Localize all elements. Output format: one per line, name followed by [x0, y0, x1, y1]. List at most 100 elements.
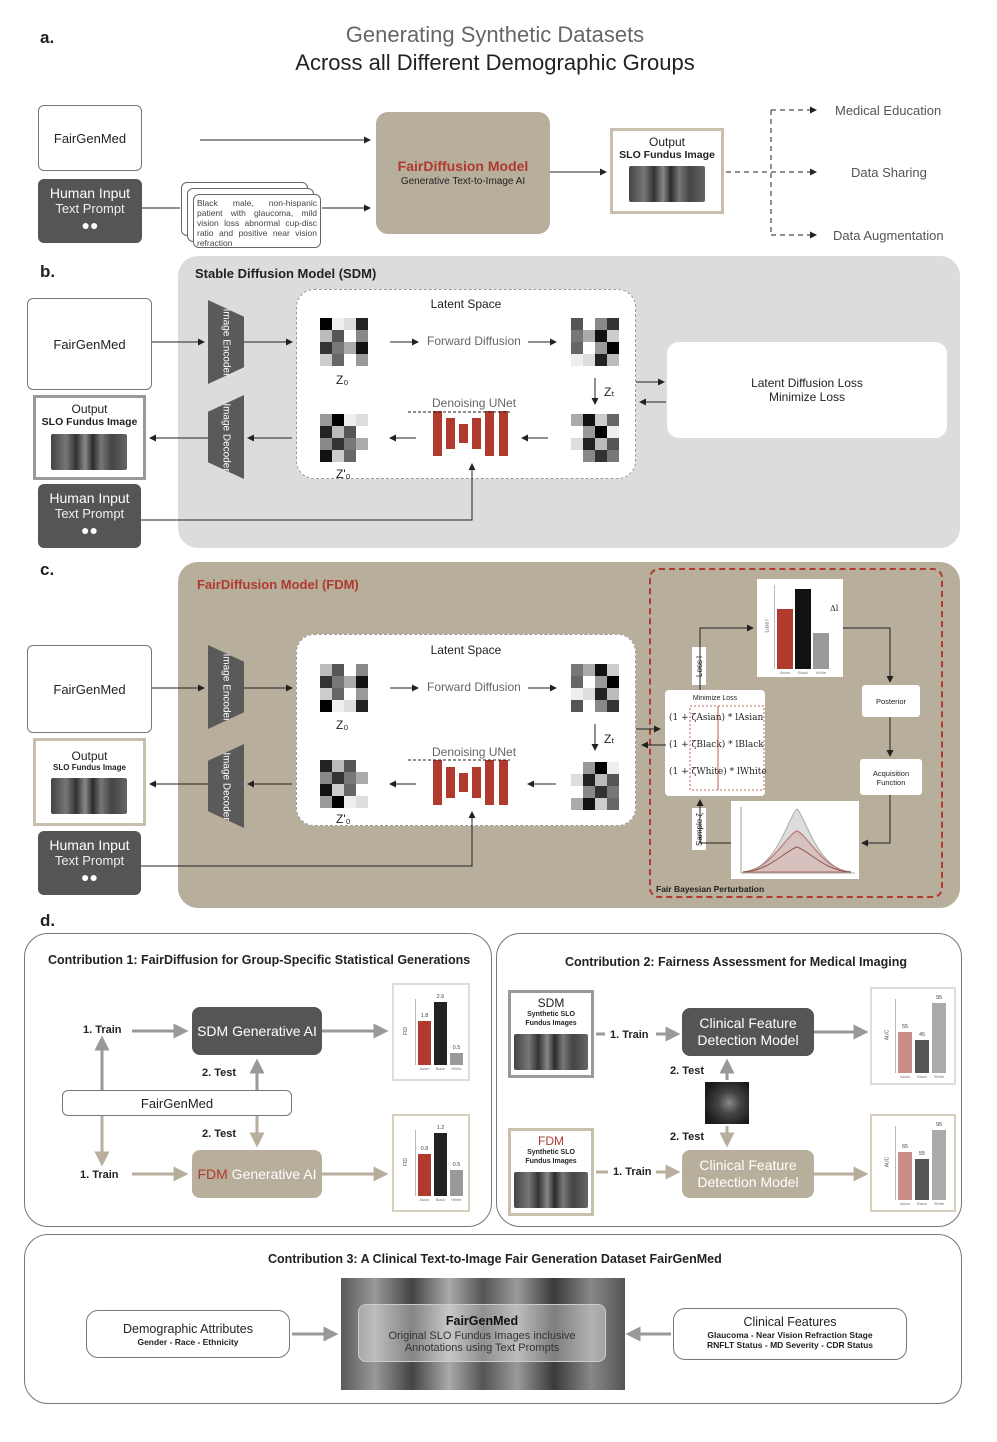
chart-axis: [415, 1130, 416, 1196]
latent-cell: [583, 450, 595, 462]
chart-category-label: White: [815, 670, 827, 675]
fdm-generative-ai-box: FDM Generative AI: [192, 1150, 322, 1198]
a-human-input-subtitle: Text Prompt: [55, 201, 125, 216]
a-output-sub: SLO Fundus Image: [619, 149, 715, 161]
c2-test-top: 2. Test: [670, 1065, 705, 1077]
latent-cell: [607, 676, 619, 688]
c-output-sub: SLO Fundus Image: [53, 763, 126, 772]
latent-cell: [571, 330, 583, 342]
latent-cell: [595, 688, 607, 700]
chart-bar: [915, 1159, 929, 1200]
latent-cell: [320, 414, 332, 426]
latent-cell: [332, 796, 344, 808]
latent-cell: [571, 688, 583, 700]
demo-sub: Gender - Race - Ethnicity: [137, 1337, 239, 1347]
contribution-1-box: [24, 933, 492, 1227]
latent-cell: [571, 762, 583, 774]
latent-cell: [583, 330, 595, 342]
c-decoder-label: Image Decoder: [220, 751, 232, 821]
chart-bar: [450, 1052, 463, 1065]
figure-title: Generating Synthetic Datasets Across all…: [0, 22, 990, 76]
chart-bar: [915, 1039, 929, 1073]
latent-cell: [332, 438, 344, 450]
b-latent-title: Latent Space: [430, 297, 502, 311]
latent-cell: [344, 784, 356, 796]
latent-cell: [332, 784, 344, 796]
b-latent-z0: [320, 318, 368, 366]
latent-cell: [595, 438, 607, 450]
latent-cell: [571, 450, 583, 462]
chart-value-label: 55: [901, 1024, 909, 1031]
chart-bar: [932, 1129, 946, 1200]
c2-test-bottom: 2. Test: [670, 1131, 705, 1143]
acq-line1: Acquisition: [872, 769, 910, 778]
c1-title: Contribution 1: FairDiffusion for Group-…: [48, 953, 471, 967]
latent-cell: [595, 774, 607, 786]
latent-cell: [356, 700, 368, 712]
latent-cell: [571, 342, 583, 354]
prompt-text: Black male, non-hispanic patient with gl…: [197, 198, 317, 248]
acquisition-box: Acquisition Function: [860, 759, 922, 795]
chart-axis: [774, 585, 775, 669]
c-fdm-title: FairDiffusion Model (FDM): [197, 577, 359, 592]
clinical-bottom-line1: Clinical Feature: [699, 1157, 797, 1173]
c1-fairgenmed-box: FairGenMed: [62, 1090, 292, 1116]
latent-cell: [344, 760, 356, 772]
c1-train-bottom: 1. Train: [80, 1169, 119, 1181]
latent-cell: [344, 330, 356, 342]
c1-train-top: 1. Train: [83, 1024, 122, 1036]
b-output-title: Output: [71, 402, 108, 416]
chart-ylabel: FID: [403, 1026, 410, 1036]
latent-cell: [320, 688, 332, 700]
latent-cell: [332, 342, 344, 354]
b-loss-line2: Minimize Loss: [768, 390, 846, 404]
latent-cell: [344, 772, 356, 784]
a-model-sub: Generative Text-to-Image AI: [400, 176, 526, 187]
panel-c-label: c.: [40, 560, 55, 579]
b-z0-label: Z₀: [336, 373, 349, 387]
c-denoise-label: Denoising UNet: [432, 745, 517, 759]
c-zt-label: Zₜ: [604, 732, 615, 746]
latent-cell: [607, 330, 619, 342]
c2-test-fundus-image: [705, 1082, 749, 1124]
latent-cell: [607, 762, 619, 774]
a-output-title: Output: [648, 135, 686, 149]
latent-cell: [320, 426, 332, 438]
c-latent-zt-bottom: [571, 762, 619, 810]
latent-cell: [583, 762, 595, 774]
gaussian-plot: [731, 801, 859, 879]
chart-bar: [932, 1002, 946, 1073]
latent-cell: [356, 688, 368, 700]
c-latent-zt-top: [571, 664, 619, 712]
chart-bar: [777, 609, 793, 669]
latent-cell: [595, 426, 607, 438]
chart-category-label: Asian: [899, 1201, 910, 1206]
latent-cell: [320, 450, 332, 462]
latent-cell: [571, 414, 583, 426]
latent-cell: [607, 414, 619, 426]
chart-axis: [415, 999, 416, 1065]
chart-category-label: Asian: [419, 1197, 430, 1202]
b-loss-line1: Latent Diffusion Loss: [751, 376, 863, 390]
chart-value-label: 0.5: [452, 1161, 461, 1168]
chart-value-label: 0.8: [420, 1146, 429, 1153]
chart-category-label: Asian: [779, 670, 790, 675]
fbp-label: Fair Bayesian Perturbation: [656, 884, 765, 894]
loss-term-black: (1 + ζBlack) * lBlack: [669, 740, 764, 750]
latent-cell: [583, 786, 595, 798]
use-medical-education: Medical Education: [835, 103, 942, 118]
latent-cell: [332, 318, 344, 330]
clinical-model-top: Clinical Feature Detection Model: [682, 1008, 814, 1056]
c-human-input: Human Input Text Prompt ●●: [38, 831, 141, 895]
latent-cell: [356, 330, 368, 342]
latent-cell: [607, 798, 619, 810]
b-latent-z0-prime: [320, 414, 368, 462]
latent-cell: [595, 330, 607, 342]
chart-category-label: Black: [435, 1197, 446, 1202]
latent-cell: [607, 700, 619, 712]
latent-cell: [320, 772, 332, 784]
b-denoise-label: Denoising UNet: [432, 396, 517, 410]
latent-cell: [583, 700, 595, 712]
chart-value-label: 45: [918, 1031, 926, 1038]
chart-category-label: Black: [917, 1201, 927, 1206]
